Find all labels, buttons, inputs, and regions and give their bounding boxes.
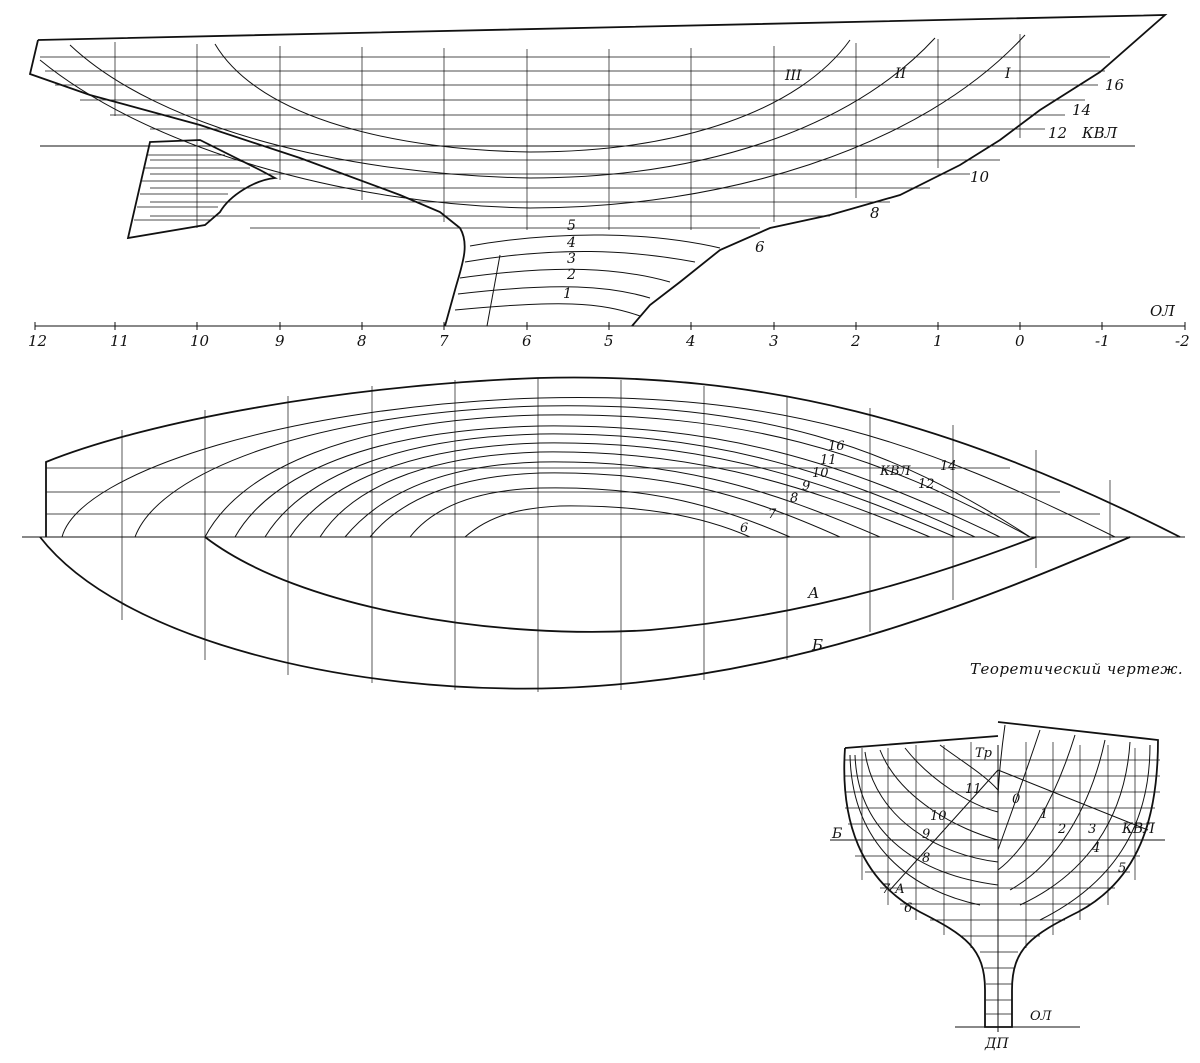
cwl-label: КВЛ [879, 464, 912, 479]
body-deck-port [844, 735, 999, 749]
keel-wl-label: 2 [566, 267, 576, 283]
frame-label: 5 [604, 332, 614, 350]
buttock-label: III [784, 68, 802, 84]
frame-label: 3 [769, 332, 779, 350]
waterline-label: 12 [918, 477, 935, 492]
body-label: 2 [1057, 822, 1066, 837]
profile-view: 12 11 10 9 8 7 6 5 4 3 2 1 0 -1 -2 16 14… [28, 14, 1190, 350]
waterline-label: 14 [940, 459, 957, 474]
frame-label: 12 [28, 332, 47, 350]
frame-label: -1 [1095, 332, 1110, 350]
body-label: 1 [1040, 807, 1048, 822]
body-label: 11 [965, 782, 982, 797]
profile-skeg [126, 139, 279, 240]
half-breadth-buttocks [46, 467, 1100, 515]
drawing-caption: Теоретический чертеж. [970, 660, 1184, 678]
waterline-label: 8 [790, 491, 798, 506]
frame-label: 2 [850, 332, 861, 350]
diagonal-B [39, 536, 1131, 690]
baseline-label: ОЛ [1150, 302, 1175, 320]
profile-outline [28, 14, 1168, 327]
waterline-label: 6 [755, 238, 765, 256]
body-baseline-label: ОЛ [1030, 1009, 1053, 1024]
profile-buttocks [39, 34, 1026, 209]
waterline-label: 10 [812, 466, 829, 481]
body-label: 9 [922, 827, 930, 842]
station-ticks [34, 322, 1186, 330]
profile-station-lines [114, 34, 1021, 230]
body-label: 8 [922, 851, 930, 866]
keel-wl-label: 5 [567, 218, 576, 234]
body-label: 7 [882, 882, 891, 897]
keel-waterlines [454, 234, 721, 327]
half-breadth-waterlines [61, 397, 1116, 538]
frame-label: 7 [439, 332, 449, 350]
buttock-labels: III II I [784, 66, 1011, 84]
frame-label: 0 [1015, 332, 1025, 350]
waterline-label: 6 [740, 521, 748, 536]
waterline-label: 14 [1072, 101, 1091, 119]
body-cwl-label: КВЛ [1121, 821, 1155, 837]
half-breadth-stations [121, 378, 1111, 692]
body-label: 10 [930, 809, 947, 824]
body-label: А [894, 882, 905, 897]
keel-wl-label: 1 [563, 286, 572, 302]
frame-label: 4 [685, 332, 696, 350]
half-breadth-view: 16 14 12 11 10 9 8 7 6 КВЛ А Б [22, 376, 1185, 692]
diagonal-A [204, 536, 1037, 633]
frame-number-labels: 12 11 10 9 8 7 6 5 4 3 2 1 0 -1 -2 [28, 332, 1190, 350]
deck-line [45, 376, 1181, 538]
body-stations-fwd [997, 724, 1151, 921]
body-outline [843, 721, 1159, 1028]
waterline-label: 12 [1048, 124, 1067, 142]
body-stations-aft [849, 744, 999, 906]
body-diagonal-B [889, 769, 999, 891]
keel-waterline-labels: 5 4 3 2 1 [563, 218, 576, 302]
body-label: 6 [904, 901, 912, 916]
body-plan-labels: Тр 11 0 1 10 2 3 9 4 8 5 7 А 6 Б КВЛ ОЛ … [831, 746, 1155, 1052]
body-diagonal-A [997, 769, 1149, 831]
skeg-waterlines [134, 154, 250, 221]
frame-label: 1 [933, 332, 943, 350]
centerplane-label: ДП [984, 1036, 1009, 1052]
half-breadth-labels: 16 14 12 11 10 9 8 7 6 КВЛ А Б [740, 439, 957, 654]
waterline-label: 10 [970, 168, 990, 186]
waterline-label: 8 [870, 204, 880, 222]
frame-label: 11 [110, 332, 129, 350]
body-label: 3 [1088, 822, 1096, 837]
frame-label: 9 [275, 332, 285, 350]
body-plan-view: Тр 11 0 1 10 2 3 9 4 8 5 7 А 6 Б КВЛ ОЛ … [830, 721, 1165, 1052]
keel-wl-label: 4 [566, 235, 576, 251]
waterline-label: 11 [820, 453, 837, 468]
waterline-label: 9 [802, 479, 810, 494]
diagonal-label: Б [811, 636, 823, 654]
cwl-label: КВЛ [1081, 124, 1118, 142]
frame-label: 8 [357, 332, 367, 350]
frame-label: 6 [522, 332, 532, 350]
diagonal-label: А [807, 584, 819, 602]
waterline-label: 7 [768, 507, 777, 522]
body-label: Тр [975, 746, 993, 761]
frame-label: 10 [190, 332, 210, 350]
body-diagonal-B-label: Б [831, 826, 842, 842]
waterline-label: 16 [828, 439, 845, 454]
frame-label: -2 [1175, 332, 1190, 350]
body-label: 5 [1118, 861, 1126, 876]
body-buttocks [861, 742, 1136, 948]
buttock-label: II [894, 66, 907, 82]
buttock-label: I [1004, 66, 1011, 82]
profile-waterlines [40, 56, 1135, 229]
body-waterlines [830, 759, 1165, 1015]
waterline-label: 16 [1105, 76, 1125, 94]
body-label: 0 [1012, 792, 1020, 807]
body-label: 4 [1091, 841, 1100, 856]
profile-waterline-labels: 16 14 12 КВЛ 10 8 6 [755, 76, 1125, 256]
keel-wl-label: 3 [567, 251, 576, 267]
